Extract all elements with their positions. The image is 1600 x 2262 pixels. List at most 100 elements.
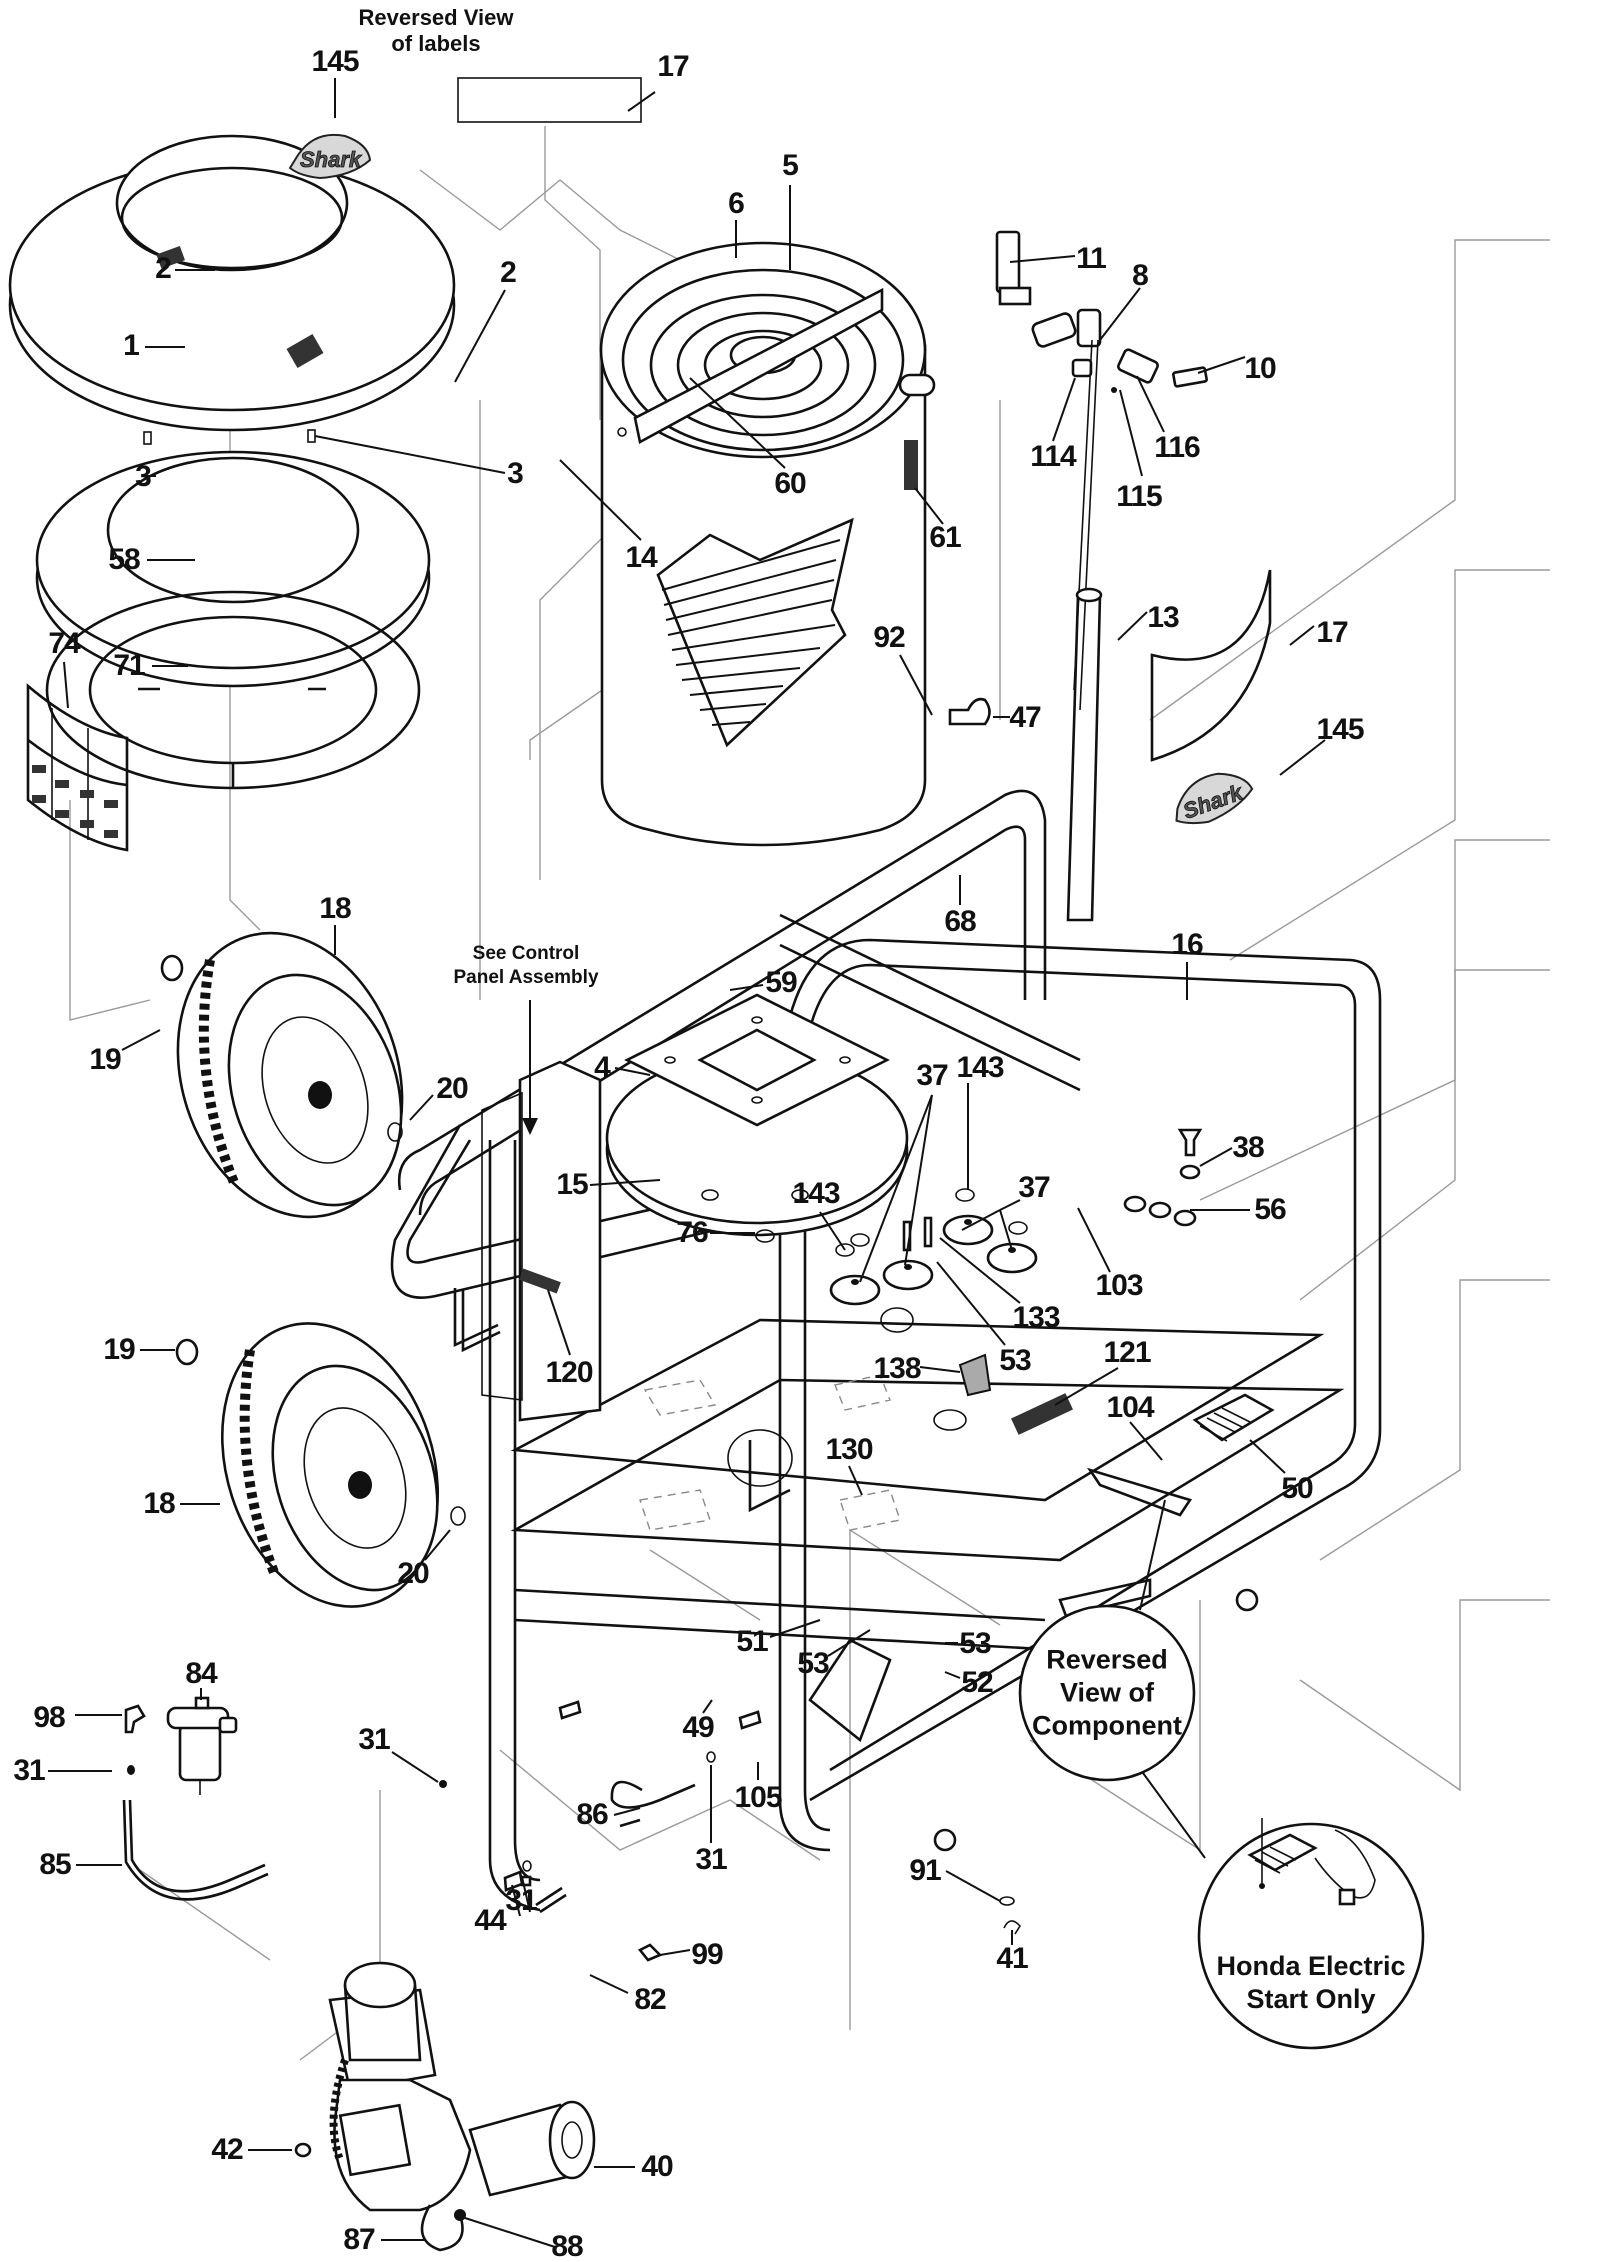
nut-19 [160,954,184,982]
callout-53: 53 [797,1647,829,1680]
callout-145: 145 [311,45,359,78]
callout-61: 61 [929,521,961,554]
callout-17: 17 [1316,616,1348,649]
callout-20: 20 [397,1557,429,1590]
callout-31: 31 [695,1843,727,1876]
callout-60: 60 [774,467,806,500]
reversed-view-component-note: Reversed View of Component [1032,1644,1182,1743]
callout-71: 71 [113,649,145,682]
elbow-99 [637,1943,663,1962]
gasket-ring [45,590,421,790]
callout-92: 92 [873,621,905,654]
callout-10: 10 [1244,352,1276,385]
callout-50: 50 [1281,1472,1313,1505]
control-panel-box [481,1060,602,1422]
callout-76: 76 [676,1216,708,1249]
callout-120: 120 [545,1356,593,1389]
callout-5: 5 [782,149,799,182]
callout-130: 130 [825,1433,873,1466]
hose-85 [128,1799,266,1893]
callout-41: 41 [996,1942,1028,1975]
callout-121: 121 [1103,1336,1151,1369]
callout-104: 104 [1106,1391,1154,1424]
callout-3: 3 [135,460,152,493]
shark-decal: Shark [288,133,372,180]
clip-3 [143,431,152,445]
clip-41 [1003,1920,1021,1935]
instruction-decal [26,683,129,852]
callout-58: 58 [108,543,140,576]
fuel-filter [166,1696,238,1795]
callout-53: 53 [999,1344,1031,1377]
callout-68: 68 [944,905,976,938]
callout-2: 2 [500,256,517,289]
reversed-view-circle [1018,1604,1196,1782]
callout-138: 138 [873,1352,921,1385]
callout-31: 31 [358,1723,390,1756]
decal-2 [156,245,185,269]
callout-47: 47 [1009,701,1041,734]
callout-143: 143 [956,1051,1004,1084]
callout-59: 59 [765,966,797,999]
callout-20: 20 [436,1072,468,1105]
callout-8: 8 [1132,259,1149,292]
callout-4: 4 [594,1051,611,1084]
callout-44: 44 [474,1904,506,1937]
callout-133: 133 [1012,1301,1060,1334]
callout-3: 3 [507,457,524,490]
decal-2 [286,333,324,369]
callout-16: 16 [1171,928,1203,961]
washer-20 [450,1506,466,1526]
shark-decal: Shark [1175,772,1254,824]
callout-84: 84 [185,1657,217,1690]
hose-13 [1066,587,1103,922]
callout-49: 49 [682,1711,714,1744]
pin-91 [999,1896,1015,1906]
callout-2: 2 [155,252,172,285]
note-text: Honda Electric Start Only [1216,1951,1406,2014]
callout-86: 86 [576,1798,608,1831]
callout-11: 11 [1076,242,1107,275]
washer-20 [387,1122,403,1142]
reversed-view-labels-note: Reversed View of labels [359,5,514,57]
label-17-box [457,77,642,123]
callout-74: 74 [48,627,80,660]
callout-40: 40 [641,2150,673,2183]
callout-6: 6 [728,187,745,220]
callout-1: 1 [123,329,140,362]
callout-115: 115 [1116,480,1162,513]
bracket-138 [958,1353,992,1397]
burner-base [605,993,909,1237]
callout-87: 87 [343,2223,375,2256]
callout-99: 99 [691,1938,723,1971]
svg-text:Shark: Shark [300,147,363,172]
isolator-mounts [755,1188,1038,1431]
callout-42: 42 [211,2133,243,2166]
top-cover [8,134,456,432]
wheel-lower [220,1322,440,1608]
callout-31: 31 [505,1884,537,1917]
see-control-panel-note: See Control Panel Assembly [453,942,598,990]
rectifier [1192,1393,1275,1442]
insulation-ring [35,450,431,688]
callout-leaders [48,78,1326,2248]
callout-143: 143 [792,1177,840,1210]
callout-37: 37 [1018,1171,1050,1204]
callout-18: 18 [143,1487,175,1520]
honda-electric-start-note: Honda Electric Start Only [1216,1950,1405,2016]
callout-105: 105 [734,1781,782,1814]
label-17 [1150,569,1272,762]
note-text: Reversed View of labels [358,5,514,56]
label-61 [904,440,918,490]
callout-85: 85 [39,1848,71,1881]
callout-56: 56 [1254,1193,1286,1226]
callout-88: 88 [551,2230,583,2262]
callout-14: 14 [625,541,657,574]
nut-19 [175,1338,199,1366]
callout-13: 13 [1147,601,1179,634]
note-text: See Control Panel Assembly [453,943,599,988]
coil-wrapper [599,241,936,847]
callout-19: 19 [103,1333,135,1366]
